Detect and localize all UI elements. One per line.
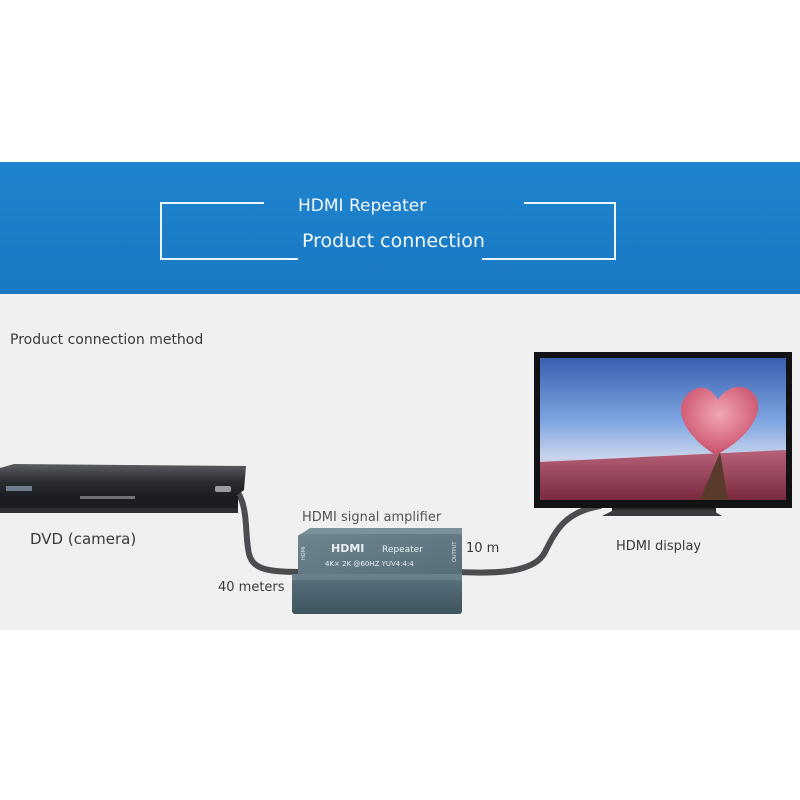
amp-spec: 4K× 2K @60HZ YUV4:4:4 — [325, 560, 414, 568]
banner-frame-right — [614, 202, 616, 260]
dvd-player-icon — [0, 464, 246, 513]
banner-subtitle: Product connection — [302, 230, 485, 252]
header-banner: HDMI Repeater Product connection — [0, 162, 800, 294]
amp-brand: HDMI — [331, 542, 364, 555]
input-cable-length: 40 meters — [218, 580, 285, 595]
banner-title: HDMI Repeater — [298, 196, 427, 216]
banner-frame-left — [160, 202, 162, 260]
banner-frame-top-right — [524, 202, 616, 204]
hdmi-repeater-icon: HDMI Repeater 4K× 2K @60HZ YUV4:4:4 HDMI… — [292, 528, 462, 614]
amp-model: Repeater — [382, 545, 423, 555]
banner-frame-top-left — [160, 202, 264, 204]
input-cable — [233, 487, 303, 575]
banner-frame-bottom-left — [160, 258, 298, 260]
amp-port-out: OUTPUT — [452, 541, 458, 562]
section-heading: Product connection method — [10, 332, 204, 348]
dvd-label: DVD (camera) — [30, 530, 137, 548]
output-cable-length: 10 m — [466, 541, 500, 556]
display-label: HDMI display — [616, 539, 702, 554]
amp-port-in: HDMI — [301, 547, 307, 560]
banner-frame-bottom-right — [482, 258, 616, 260]
amplifier-label: HDMI signal amplifier — [302, 510, 442, 525]
output-cable — [455, 503, 603, 576]
tv-display-icon — [534, 352, 792, 516]
